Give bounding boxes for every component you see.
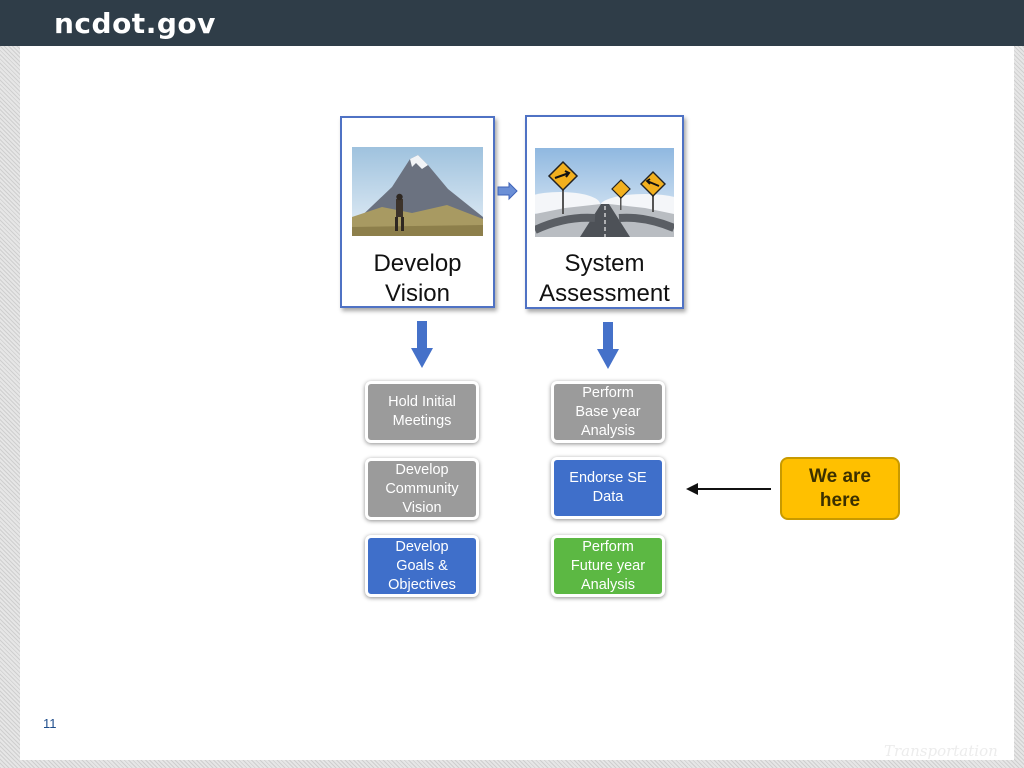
footer-watermark: Transportation bbox=[884, 742, 998, 760]
page-number: 11 bbox=[43, 716, 57, 731]
step-hold-initial-meetings: Hold Initial Meetings bbox=[365, 381, 479, 443]
down-arrow-icon-left bbox=[411, 321, 433, 368]
down-arrow-icon-right bbox=[597, 322, 619, 369]
step-develop-community-vision: Develop Community Vision bbox=[365, 458, 479, 520]
slide-canvas bbox=[20, 46, 1014, 760]
develop-vision-card: Develop Vision bbox=[340, 116, 495, 308]
step-perform-future-year-analysis: Perform Future year Analysis bbox=[551, 535, 665, 597]
ncdot-logo[interactable]: ncdot.gov bbox=[54, 7, 216, 40]
road-signs-photo bbox=[535, 148, 674, 237]
we-are-here-callout: We are here bbox=[780, 457, 900, 520]
right-arrow-icon bbox=[497, 181, 518, 201]
system-assessment-caption: System Assessment bbox=[539, 250, 670, 307]
step-develop-goals-objectives: Develop Goals & Objectives bbox=[365, 535, 479, 597]
develop-vision-caption: Develop Vision bbox=[373, 250, 462, 307]
header-bar: ncdot.gov bbox=[0, 0, 1024, 46]
mountain-hiker-photo bbox=[352, 147, 483, 236]
left-arrow-icon bbox=[686, 483, 771, 495]
system-assessment-card: System Assessment bbox=[525, 115, 684, 309]
step-perform-base-year-analysis: Perform Base year Analysis bbox=[551, 381, 665, 443]
step-endorse-se-data: Endorse SE Data bbox=[551, 457, 665, 519]
